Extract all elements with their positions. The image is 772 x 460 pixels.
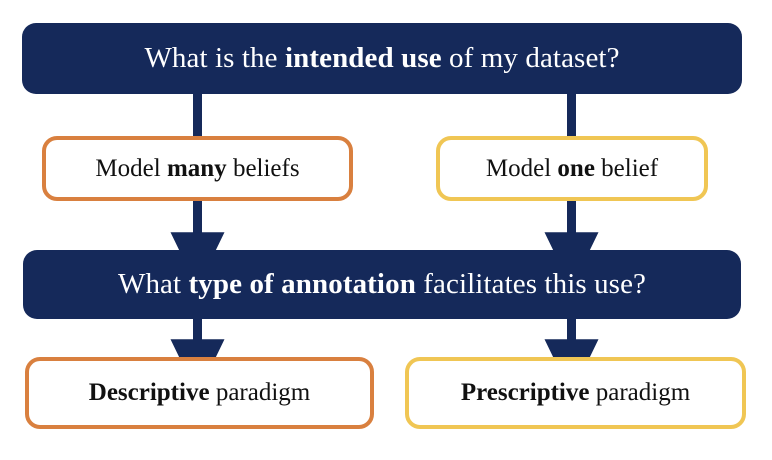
node-annotation-label: What type of annotation facilitates this…	[117, 267, 647, 300]
node-annotation-type-question: What type of annotation facilitates this…	[23, 250, 741, 319]
node-root-label: What is the intended use of my dataset?	[144, 41, 620, 74]
node-descriptive-paradigm: Descriptive paradigm	[25, 357, 374, 429]
node-one-label: Model one belief	[485, 154, 659, 182]
node-model-many-beliefs: Model many beliefs	[42, 136, 353, 201]
node-prescriptive-paradigm: Prescriptive paradigm	[405, 357, 746, 429]
node-model-one-belief: Model one belief	[436, 136, 708, 201]
node-descriptive-label: Descriptive paradigm	[88, 379, 311, 407]
node-intended-use-question: What is the intended use of my dataset?	[22, 23, 742, 94]
node-prescriptive-label: Prescriptive paradigm	[460, 379, 691, 407]
node-many-label: Model many beliefs	[95, 154, 300, 182]
